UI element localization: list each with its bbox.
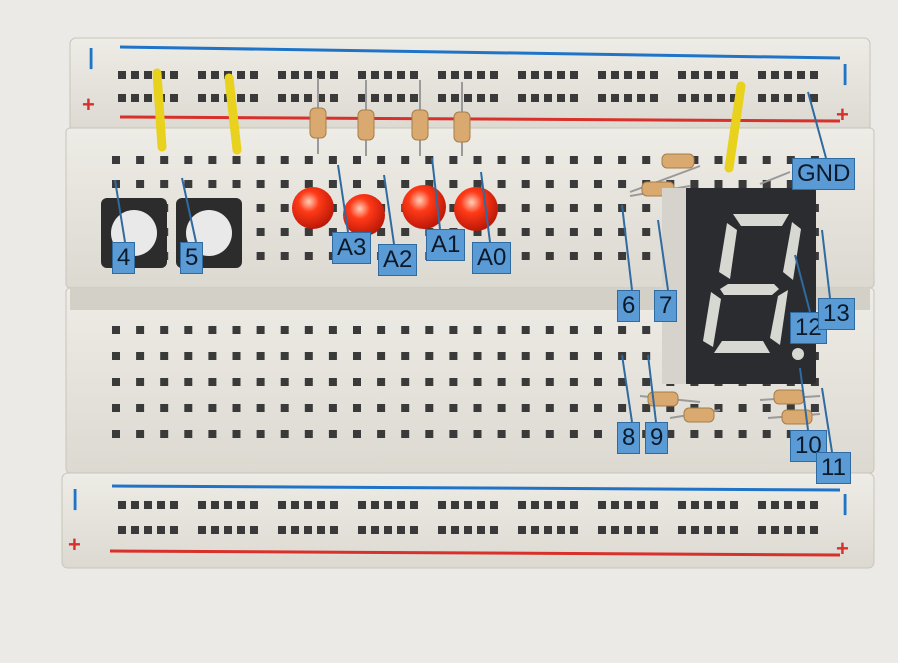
pin-9-label: 9 [645,422,669,454]
gnd-label: GND [792,158,856,190]
pin-7-label: 7 [654,290,678,322]
svg-text:+: + [82,92,95,117]
svg-text:|: | [72,485,78,510]
pin-5-label: 5 [180,242,204,274]
pin-8-label: 8 [617,422,641,454]
leader-lines [114,91,833,453]
pin-11-label: 11 [816,452,851,484]
svg-text:|: | [88,44,94,69]
svg-text:|: | [842,60,848,85]
power-rails [109,45,841,557]
pin-6-label: 6 [617,290,641,322]
push-buttons [101,198,242,268]
pin-13-label: 13 [818,298,855,330]
svg-text:+: + [836,102,849,127]
svg-text:+: + [836,536,849,561]
yellow-jumper-wires [152,68,746,173]
analog-a3-label: A3 [332,232,372,264]
rail-signs: | + | + | + | + [68,44,849,561]
pin-4-label: 4 [112,242,136,274]
svg-text:+: + [68,532,81,557]
analog-a1-label: A1 [426,229,466,261]
seven-segment-display [662,188,816,384]
analog-a2-label: A2 [378,244,418,276]
svg-text:|: | [842,490,848,515]
analog-a0-label: A0 [472,242,512,274]
